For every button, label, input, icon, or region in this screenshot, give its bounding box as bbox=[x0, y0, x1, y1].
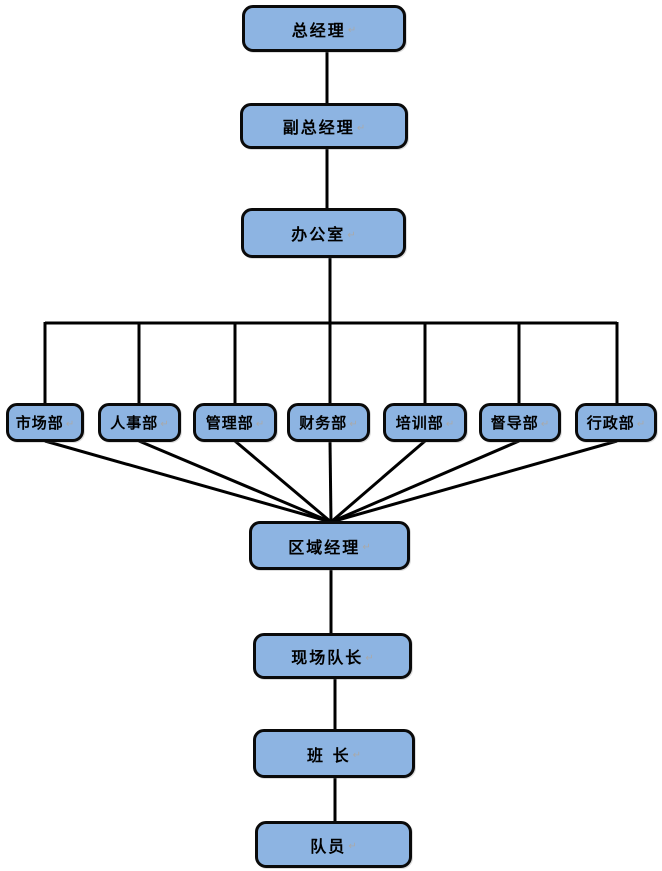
org-node-department-training: 培训部 ↵ bbox=[383, 403, 467, 442]
node-label: 现场队长 bbox=[291, 648, 364, 667]
paragraph-return-mark: ↵ bbox=[347, 229, 356, 241]
node-label: 市场部 bbox=[15, 414, 64, 432]
node-label: 管理部 bbox=[205, 414, 254, 432]
node-label: 行政部 bbox=[586, 414, 635, 432]
connector-fan-7 bbox=[330, 439, 618, 524]
paragraph-return-mark: ↵ bbox=[356, 122, 366, 134]
node-label: 副总经理 bbox=[282, 118, 355, 137]
paragraph-return-mark: ↵ bbox=[636, 419, 646, 430]
paragraph-return-mark: ↵ bbox=[255, 419, 265, 430]
paragraph-return-mark: ↵ bbox=[160, 419, 169, 430]
connector-fan-4 bbox=[328, 440, 333, 523]
org-node-site-captain: 现场队长 ↵ bbox=[253, 633, 412, 679]
org-node-department-finance: 财务部 ↵ bbox=[287, 403, 370, 442]
paragraph-return-mark: ↵ bbox=[540, 419, 550, 430]
paragraph-return-mark: ↵ bbox=[349, 419, 358, 430]
node-label: 督导部 bbox=[490, 414, 539, 432]
node-label: 队员 bbox=[310, 836, 347, 856]
org-node-department-hr: 人事部 ↵ bbox=[98, 403, 181, 442]
connector-fan-5 bbox=[330, 439, 426, 524]
node-label: 人事部 bbox=[110, 414, 159, 432]
org-node-office: 办公室 ↵ bbox=[241, 208, 406, 258]
node-label: 财务部 bbox=[299, 414, 348, 432]
node-label: 班 长 bbox=[307, 745, 351, 765]
org-node-department-marketing: 市场部 ↵ bbox=[6, 403, 84, 442]
paragraph-return-mark: ↵ bbox=[65, 419, 75, 430]
connector-fan-2 bbox=[138, 439, 332, 524]
org-node-squad-leader: 班 长 ↵ bbox=[253, 729, 415, 778]
connector-fan-1 bbox=[44, 439, 332, 524]
org-node-department-management: 管理部 ↵ bbox=[193, 403, 277, 442]
connector-fan-6 bbox=[330, 439, 520, 524]
paragraph-return-mark: ↵ bbox=[348, 841, 357, 852]
paragraph-return-mark: ↵ bbox=[352, 750, 361, 761]
org-node-department-administration: 行政部 ↵ bbox=[575, 403, 657, 442]
org-node-department-supervision: 督导部 ↵ bbox=[479, 403, 561, 442]
paragraph-return-mark: ↵ bbox=[365, 652, 374, 664]
paragraph-return-mark: ↵ bbox=[445, 419, 455, 430]
connector-fan-3 bbox=[234, 439, 332, 524]
paragraph-return-mark: ↵ bbox=[347, 25, 357, 36]
node-label: 培训部 bbox=[395, 414, 444, 432]
node-label: 办公室 bbox=[291, 225, 346, 244]
org-node-deputy-general-manager: 副总经理 ↵ bbox=[240, 103, 408, 149]
org-node-regional-manager: 区域经理 ↵ bbox=[249, 521, 410, 570]
org-node-general-manager: 总经理 ↵ bbox=[242, 5, 406, 52]
node-label: 区域经理 bbox=[288, 537, 361, 557]
paragraph-return-mark: ↵ bbox=[362, 542, 371, 553]
node-label: 总经理 bbox=[291, 20, 346, 40]
org-node-team-member: 队员 ↵ bbox=[255, 821, 412, 868]
